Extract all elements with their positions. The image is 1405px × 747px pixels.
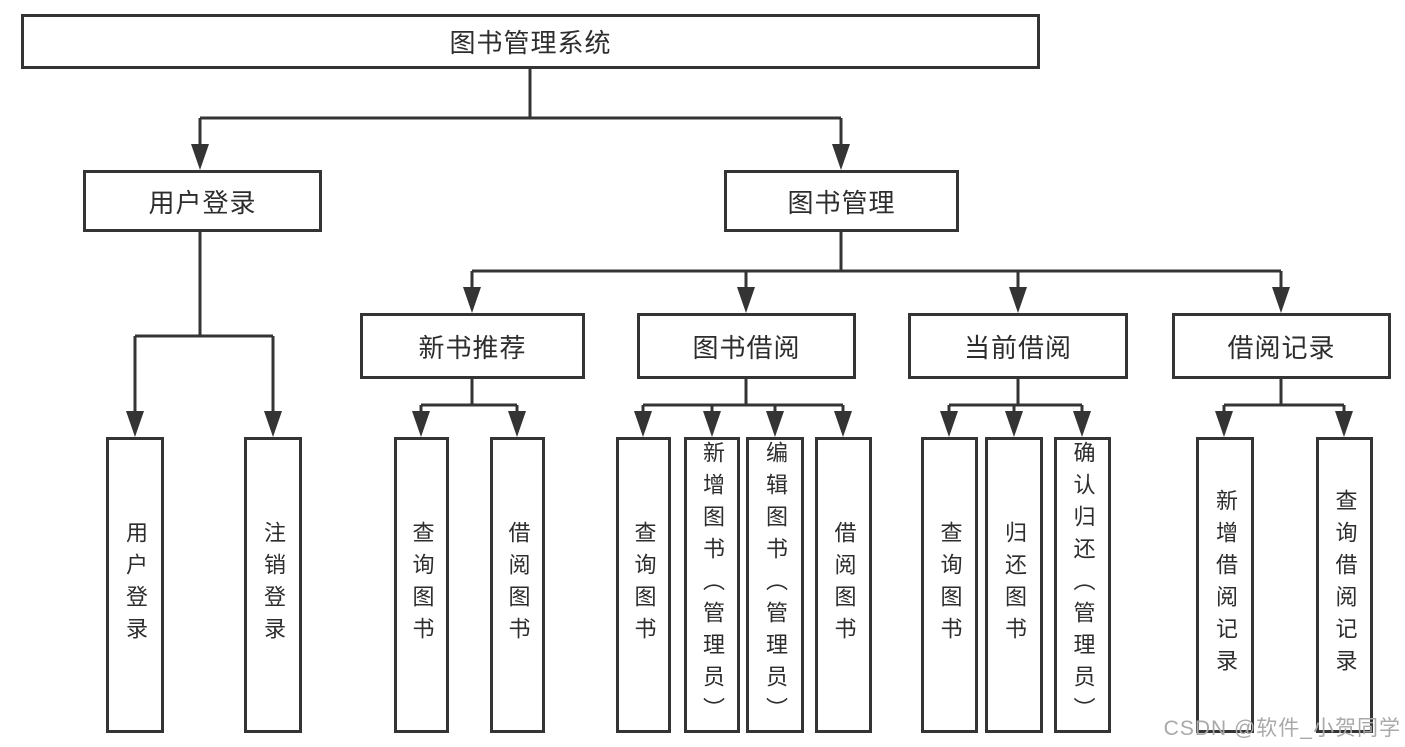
watermark: CSDN @软件_小贺同学 (1163, 717, 1401, 740)
node-book-borrow: 图书借阅 (637, 313, 856, 379)
edge-new-book-recommend-to-leaves (412, 379, 526, 437)
leaf-query-borrow-record: 查询借阅记录 (1316, 437, 1373, 733)
node-new-book-recommend: 新书推荐 (360, 313, 585, 379)
leaf-query-books-recommend: 查询图书 (394, 437, 449, 733)
leaf-add-borrow-record: 新增借阅记录 (1196, 437, 1254, 733)
edge-user-login-to-leaves (126, 232, 282, 437)
edge-root-to-level2 (191, 69, 850, 170)
leaf-query-books-borrow: 查询图书 (616, 437, 671, 733)
node-current-borrow: 当前借阅 (908, 313, 1128, 379)
node-user-login: 用户登录 (83, 170, 322, 232)
leaf-add-books-admin: 新增图书（管理员） (684, 437, 740, 733)
node-book-management: 图书管理 (724, 170, 959, 232)
leaf-confirm-return-admin: 确认归还（管理员） (1054, 437, 1111, 733)
node-root: 图书管理系统 (21, 14, 1040, 69)
edge-current-borrow-to-leaves (940, 379, 1091, 437)
leaf-user-login: 用户登录 (106, 437, 164, 733)
leaf-return-books: 归还图书 (985, 437, 1043, 733)
edge-book-management-to-level3 (463, 232, 1290, 313)
edge-borrow-records-to-leaves (1215, 379, 1353, 437)
node-borrow-records: 借阅记录 (1172, 313, 1391, 379)
leaf-borrow-books-recommend: 借阅图书 (490, 437, 545, 733)
leaf-edit-books-admin: 编辑图书（管理员） (746, 437, 804, 733)
leaf-query-books-current: 查询图书 (921, 437, 978, 733)
leaf-borrow-books: 借阅图书 (815, 437, 872, 733)
edge-book-borrow-to-leaves (634, 379, 852, 437)
leaf-logout: 注销登录 (244, 437, 302, 733)
